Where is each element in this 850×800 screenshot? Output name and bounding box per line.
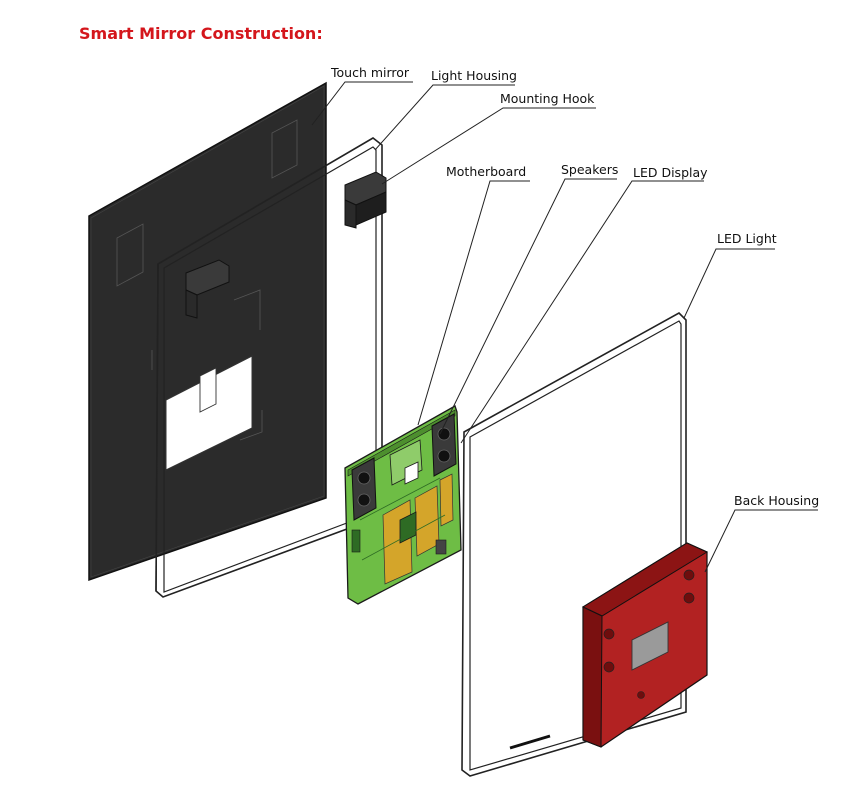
label-mounting-hook: Mounting Hook: [500, 91, 595, 106]
speaker-right: [431, 413, 457, 477]
label-motherboard: Motherboard: [446, 164, 527, 179]
leader-light-housing: [374, 84, 515, 151]
label-light-housing: Light Housing: [431, 68, 517, 83]
motherboard: [344, 405, 462, 605]
leader-speakers: [439, 178, 617, 435]
leader-led-display: [460, 180, 704, 444]
label-touch-mirror: Touch mirror: [331, 65, 410, 80]
leader-lines: [311, 81, 818, 573]
diagram-title: Smart Mirror Construction:: [79, 24, 323, 43]
touch-mirror-panel: [88, 81, 327, 582]
display-window: [165, 355, 253, 471]
label-led-light: LED Light: [717, 231, 777, 246]
leader-led-light: [683, 248, 775, 319]
speaker-left: [351, 457, 377, 521]
leader-back-housing: [704, 509, 818, 573]
leader-touch-mirror: [311, 81, 413, 126]
label-speakers: Speakers: [561, 162, 619, 177]
mounting-hook-lower: [185, 259, 230, 319]
mounting-hook-top: [344, 171, 387, 229]
label-back-housing: Back Housing: [734, 493, 820, 508]
leader-mounting-hook: [381, 107, 596, 185]
label-led-display: LED Display: [633, 165, 708, 180]
leader-motherboard: [417, 180, 530, 426]
back-housing: [581, 542, 709, 748]
led-light-frame: [461, 312, 687, 777]
